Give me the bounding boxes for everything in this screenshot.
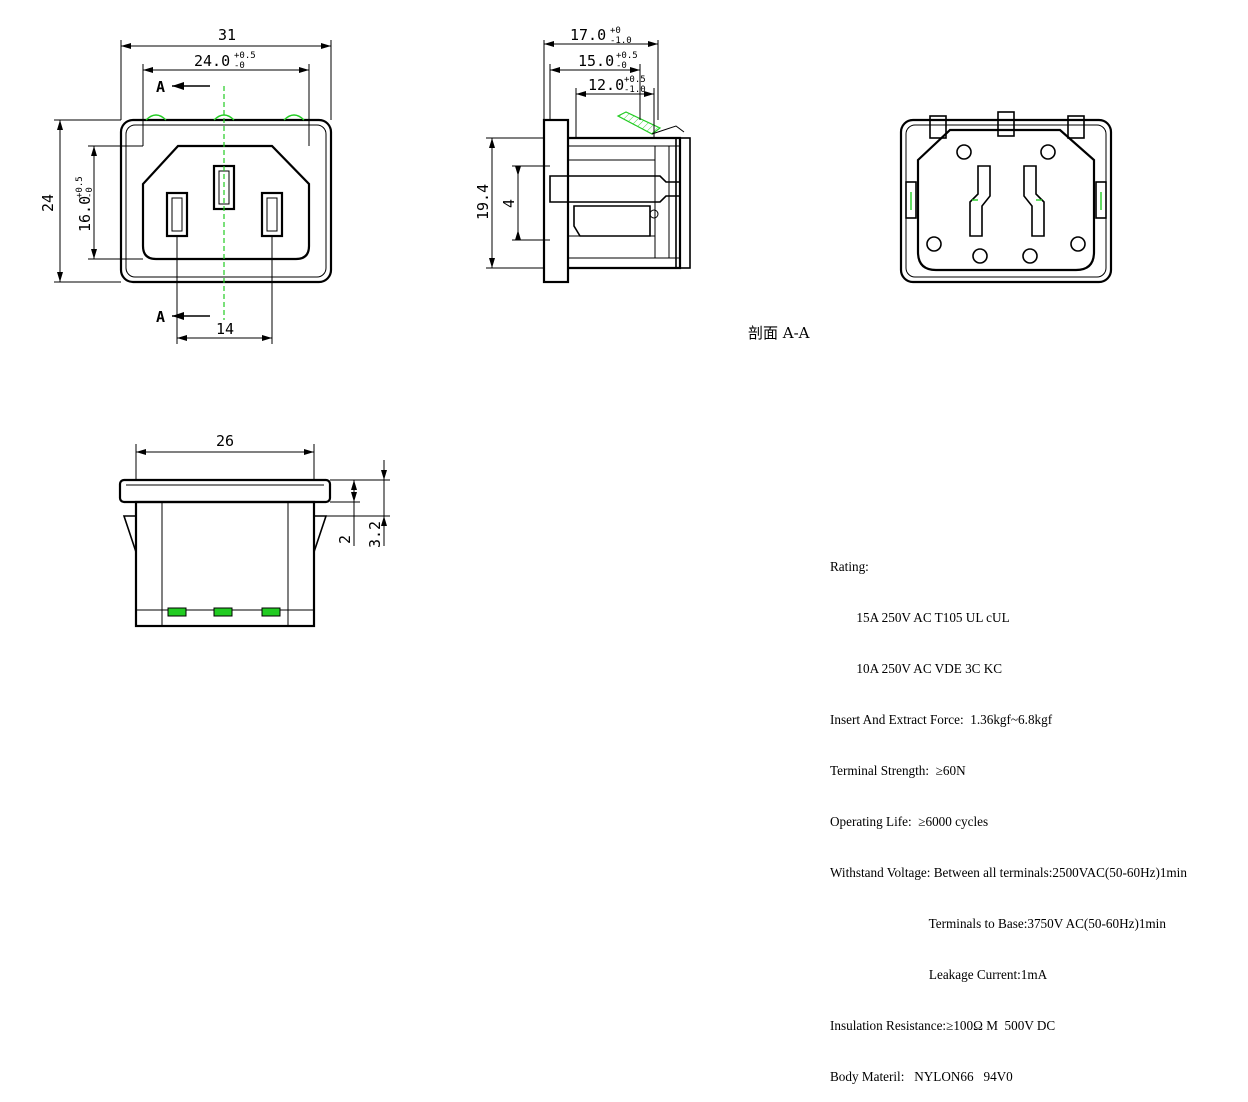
bottom-terminal	[213, 607, 233, 617]
bottom-view: 26 2 3.2	[118, 432, 390, 628]
section-marker-bottom: A	[156, 308, 165, 326]
svg-text:-0: -0	[234, 61, 245, 71]
rear-terminal-left	[929, 115, 947, 139]
dim-overall-width: 31	[218, 26, 236, 44]
section-body	[568, 136, 682, 270]
section-earth-pin	[549, 175, 681, 203]
svg-text:+0.5: +0.5	[624, 75, 646, 85]
section-back-wall	[675, 137, 691, 269]
dim-depth-1: 17.0	[570, 26, 606, 44]
rear-view	[899, 111, 1113, 284]
section-terminal	[616, 111, 662, 135]
svg-text:+0.5: +0.5	[616, 51, 638, 61]
section-flange	[542, 118, 570, 284]
front-flange-inner	[125, 124, 327, 278]
rear-hole	[1070, 236, 1086, 252]
spec-line: Terminal Strength: ≥60N	[830, 763, 966, 778]
bottom-terminal	[167, 607, 187, 617]
pin-left	[165, 191, 189, 238]
dim-flange-total: 3.2	[366, 521, 384, 548]
bottom-body	[134, 500, 316, 628]
rear-slot-right	[1023, 165, 1045, 237]
rear-flange-outline	[899, 118, 1113, 284]
dim-pin-height: 4	[500, 199, 518, 208]
spec-line: Withstand Voltage: Between all terminals…	[830, 865, 1187, 880]
rear-slot-left	[969, 165, 991, 237]
specifications-block: Rating: 15A 250V AC T105 UL cUL 10A 250V…	[830, 524, 1187, 1102]
svg-text:-0: -0	[85, 187, 95, 198]
rear-terminal-right	[1067, 115, 1085, 139]
rear-hole	[972, 248, 988, 264]
section-arrow-bottom	[172, 312, 184, 320]
spec-line: Operating Life: ≥6000 cycles	[830, 814, 989, 829]
section-arrow-top	[172, 82, 184, 90]
rear-hole	[1040, 144, 1056, 160]
dim-bottom-width: 26	[216, 432, 234, 450]
socket-opening	[141, 144, 311, 261]
front-flange-outline	[119, 118, 333, 284]
rear-hole	[956, 144, 972, 160]
svg-text:-1.0: -1.0	[610, 36, 632, 46]
section-marker-top: A	[156, 78, 165, 96]
section-caption: 剖面 A-A	[748, 324, 810, 342]
spec-line: Terminals to Base:3750V AC(50-60Hz)1min	[830, 916, 1166, 931]
dim-overall-height: 24	[39, 194, 57, 212]
svg-text:+0.5: +0.5	[234, 51, 256, 61]
rear-clip-right	[1095, 181, 1107, 219]
svg-text:-0: -0	[616, 61, 627, 71]
rear-terminal-mid	[997, 111, 1015, 137]
bottom-flange	[118, 478, 332, 504]
rear-hole	[1022, 248, 1038, 264]
bottom-clip-right	[313, 515, 328, 553]
terminal-top-left	[145, 114, 167, 121]
bottom-clip-left	[122, 515, 137, 553]
bottom-terminal	[261, 607, 281, 617]
svg-text:+0: +0	[610, 26, 621, 36]
dim-opening-height: 16.0	[76, 196, 94, 232]
spec-line: Insulation Resistance:≥100Ω M 500V DC	[830, 1018, 1056, 1033]
dim-depth-2: 15.0	[578, 52, 614, 70]
dim-opening-width: 24.0	[194, 52, 230, 70]
pin-right	[260, 191, 284, 238]
dim-flange: 2	[336, 535, 354, 544]
spec-line: Body Materil: NYLON66 94V0	[830, 1069, 1013, 1084]
rear-hole	[926, 236, 942, 252]
spec-line: 10A 250V AC VDE 3C KC	[830, 661, 1003, 676]
svg-text:+0.5: +0.5	[75, 176, 85, 198]
section-lower-pin	[573, 205, 651, 237]
rear-clip-left	[905, 181, 917, 219]
spec-line: Leakage Current:1mA	[830, 967, 1048, 982]
dim-pin-spacing: 14	[216, 320, 234, 338]
dim-depth-3: 12.0	[588, 76, 624, 94]
svg-text:-1.0: -1.0	[624, 85, 646, 95]
spec-line: 15A 250V AC T105 UL cUL	[830, 610, 1010, 625]
terminal-top-right	[283, 114, 305, 121]
front-view: A A 31 24.0 +0.5 -0 24 16.0 +0.5	[39, 26, 333, 344]
technical-drawing: A A 31 24.0 +0.5 -0 24 16.0 +0.5	[39, 26, 1113, 628]
spec-line: Rating:	[830, 559, 869, 574]
rear-body	[916, 128, 1096, 272]
dim-body-height: 19.4	[474, 184, 492, 220]
side-section-view: 17.0 +0 -1.0 15.0 +0.5 -0 12.0 +0.5 -1.0…	[474, 26, 691, 284]
